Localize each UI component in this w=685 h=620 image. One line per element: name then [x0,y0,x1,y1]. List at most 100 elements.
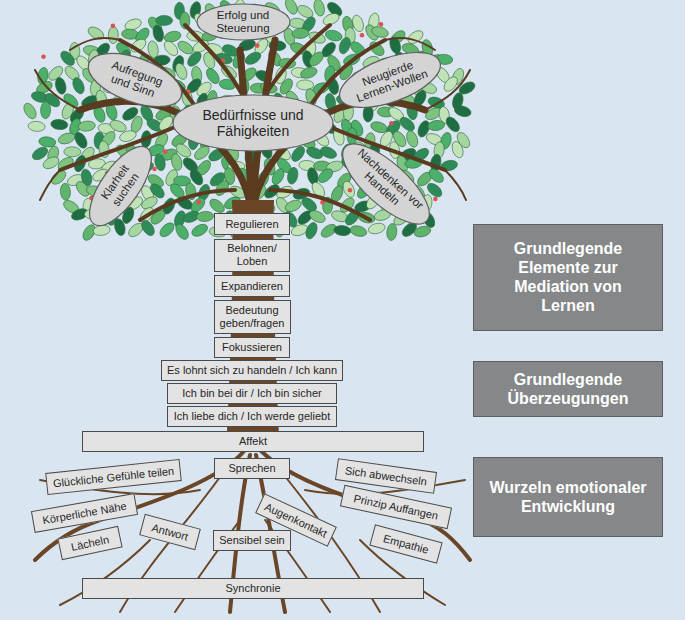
node-label: Körperliche Nähe [36,499,132,528]
leaf [196,211,214,222]
node-label: Sprechen [219,462,285,475]
berry-dot [41,54,46,59]
mediation-box: Expandieren [214,275,290,297]
leaf [185,49,204,68]
belief-box: Es lohnt sich zu handeln / Ich kann [161,360,343,381]
leaf [307,208,327,225]
node-label: Lächeln [63,531,116,554]
leaf [333,225,351,236]
leaf [398,115,417,134]
leaf [156,16,173,26]
node-label: Wurzeln emotionaler Entwicklung [489,478,647,516]
node-label: Bedeutung geben/fragen [219,304,286,329]
node-label: Grundlegende Elemente zur Mediation von … [489,239,647,316]
leaf [283,198,303,214]
oval-shape [81,43,188,118]
leaf [157,220,176,239]
need-oval: Nachdenken vor Handeln [330,130,443,238]
leaf [304,221,320,241]
leaf [299,65,318,80]
leaf [108,27,118,44]
berry-dot [348,188,353,193]
need-oval: Aufregung und Sinn [80,41,190,118]
oval-shape [173,95,333,151]
node-label: Ich bin bei dir / Ich bin sicher [172,387,332,400]
leaf [316,166,335,185]
leaf [367,222,386,236]
node-label: Affekt [87,435,419,448]
leaf [213,178,231,198]
root-label: Sprechen [214,458,290,479]
node-label: Expandieren [219,280,285,293]
leaf [427,119,445,131]
root-label: Körperliche Nähe [30,493,137,533]
leaf [319,145,339,161]
leaf [324,29,343,43]
leaf [341,180,357,200]
node-label: Es lohnt sich zu handeln / Ich kann [166,364,338,377]
leaf [28,121,46,132]
synchrony-bar: Synchronie [82,578,424,599]
leaf [71,76,87,96]
node-label: Glückliche Gefühle teilen [50,464,176,490]
leaf [270,167,287,187]
mediation-box: Fokussieren [214,337,290,358]
leaf [286,166,299,185]
leaf [312,0,326,17]
mediation-box: Bedeutung geben/fragen [214,300,291,334]
leaf [307,49,326,68]
node-label: Grundlegende Überzeugungen [489,370,647,408]
node-label: Bedürfnisse und Fähigkeiten [185,107,321,139]
leaf [40,102,51,119]
node-label: Regulieren [219,218,285,231]
berry-dot [197,200,202,205]
belief-box: Ich liebe dich / Ich werde geliebt [167,406,337,427]
oval-shape [333,41,448,119]
berry-dot [360,33,365,38]
leaf [297,80,314,90]
central-oval: Bedürfnisse und Fähigkeiten [172,94,334,152]
leaf [54,76,68,95]
mediation-box: Regulieren [214,213,290,235]
leaf [444,115,462,135]
leaf [337,36,352,55]
berry-dot [111,24,116,29]
root-label: Empathie [369,524,442,563]
leaf [413,225,432,239]
leaf [152,24,166,43]
oval-shape [197,4,290,40]
node-label: Fokussieren [219,341,285,354]
fine-root [40,470,465,612]
root-label: Antwort [139,514,201,550]
root-label: Sensibel sein [213,530,291,551]
affect-bar: Affekt [82,431,424,452]
leaf [170,153,184,172]
leaf [243,50,263,67]
root-label: Lächeln [57,526,122,560]
node-label: Empathie [375,530,436,558]
tree-roots [35,450,470,612]
node-label: Ich liebe dich / Ich werde geliebt [172,410,332,423]
need-oval: Erfolg und Steuerung [196,3,291,41]
leaf [453,104,472,118]
berry-dot [152,167,157,172]
oval-shape [78,137,162,235]
node-label: Sensibel sein [218,534,286,547]
leaf [58,49,77,68]
node-label: Belohnen/ Loben [219,242,285,267]
node-label: Prinzip Auffangen [346,490,446,523]
node-label: Erfolg und Steuerung [209,9,278,35]
node-label: Sich abwechseln [341,463,432,488]
leaf [404,129,419,148]
category-box: Wurzeln emotionaler Entwicklung [473,457,663,537]
need-oval: Neugierde Lernen-Wollen [331,40,448,120]
leaf [190,222,210,239]
leaf [57,131,76,146]
leaf [64,147,81,157]
leaf [386,223,398,241]
leaf [78,120,96,132]
leaf [370,25,389,39]
leaf [173,222,191,242]
oval-shape [331,132,441,237]
